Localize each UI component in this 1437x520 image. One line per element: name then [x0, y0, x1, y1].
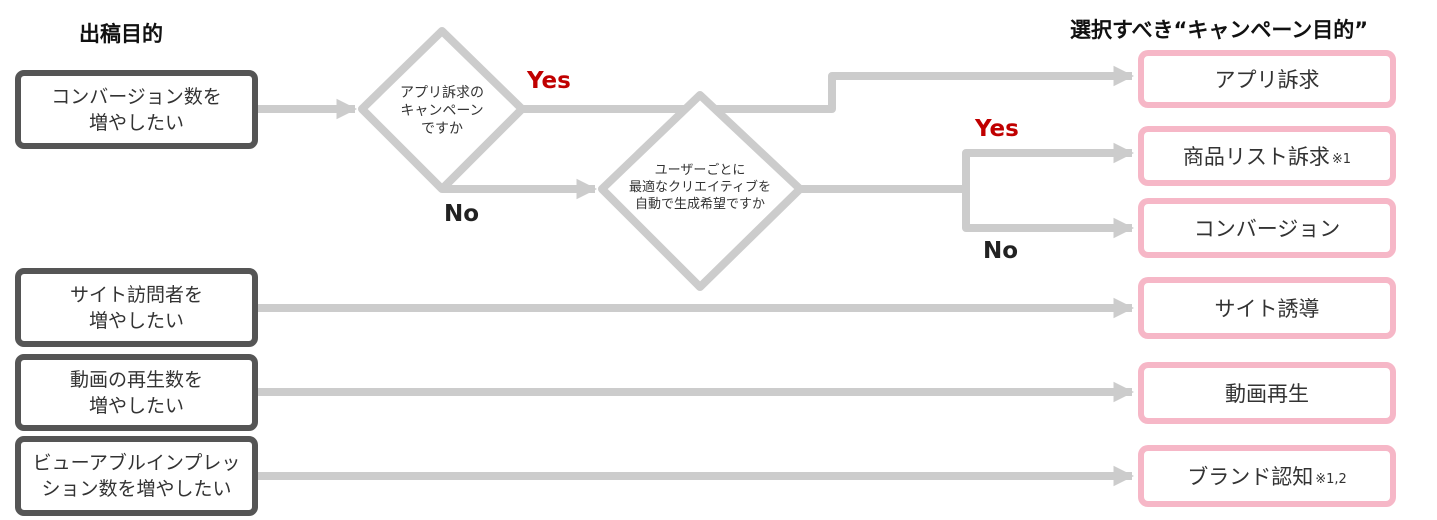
result-video-views-label: 動画再生 — [1225, 382, 1309, 406]
label-q1-no: No — [444, 201, 480, 227]
result-brand-awareness-label: ブランド認知 — [1187, 465, 1314, 489]
label-q2-yes: Yes — [975, 116, 1019, 142]
result-conversion-label: コンバージョン — [1193, 217, 1341, 241]
result-video-views: 動画再生 — [1138, 362, 1396, 424]
goal-site-visitors: サイト訪問者を 増やしたい — [15, 268, 258, 347]
question-app-promotion: アプリ訴求の キャンペーン ですか — [400, 85, 484, 137]
result-brand-awareness: ブランド認知 ※1,2 — [1138, 445, 1396, 507]
arrow-q1-yes-to-app — [522, 65, 1135, 113]
result-product-list-label: 商品リスト訴求 — [1182, 145, 1330, 169]
result-app-promotion: アプリ訴求 — [1138, 50, 1396, 108]
result-brand-awareness-note: ※1,2 — [1315, 471, 1347, 487]
label-q2-no: No — [983, 238, 1019, 264]
goal-site-visitors-label: サイト訪問者を 増やしたい — [69, 283, 203, 332]
result-site-traffic: サイト誘導 — [1138, 277, 1396, 339]
result-site-traffic-label: サイト誘導 — [1214, 297, 1320, 321]
goal-conversions-label: コンバージョン数を 増やしたい — [51, 85, 222, 134]
goal-viewable-impressions: ビューアブルインプレッ ション数を増やしたい — [15, 436, 258, 516]
result-product-list-note: ※1 — [1331, 151, 1352, 167]
result-product-list: 商品リスト訴求 ※1 — [1138, 126, 1396, 186]
goal-video-views: 動画の再生数を 増やしたい — [15, 354, 258, 431]
heading-campaign-objective: 選択すべき“キャンペーン目的” — [1070, 18, 1369, 42]
goal-viewable-impressions-label: ビューアブルインプレッ ション数を増やしたい — [32, 452, 241, 500]
goal-conversions: コンバージョン数を 増やしたい — [15, 70, 258, 149]
decision-diamond-creative — [598, 91, 804, 291]
result-app-promotion-label: アプリ訴求 — [1214, 68, 1320, 92]
goal-video-views-label: 動画の再生数を 増やしたい — [69, 368, 203, 417]
label-q1-yes: Yes — [527, 68, 571, 94]
heading-goal: 出稿目的 — [79, 22, 163, 46]
result-conversion: コンバージョン — [1138, 198, 1396, 258]
arrow-q2-yes-to-product — [962, 142, 1135, 189]
decision-diamond-app — [358, 27, 526, 193]
question-auto-creative: ユーザーごとに 最適なクリエイティブを 自動で生成希望ですか — [629, 163, 771, 212]
arrow-q2-no-to-conversion — [962, 189, 1135, 239]
